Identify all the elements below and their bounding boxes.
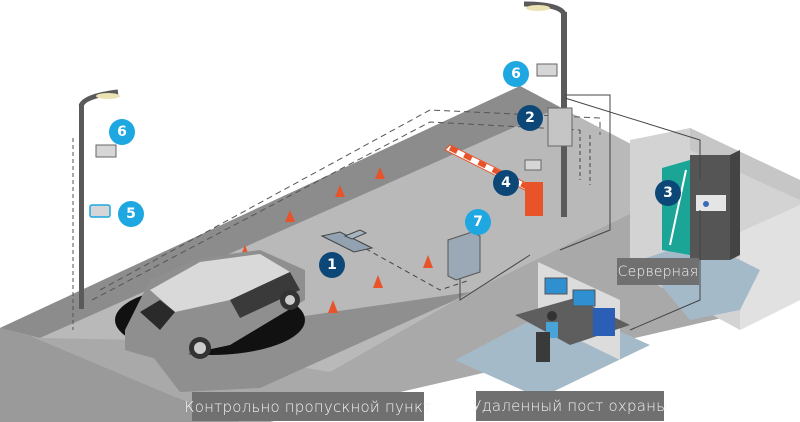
marker-2[interactable]: 2 [517, 105, 543, 131]
traffic-cone [328, 300, 338, 313]
street-lamp-left [72, 89, 120, 330]
traffic-cone [423, 255, 433, 268]
chair [536, 332, 550, 362]
traffic-cone [335, 185, 345, 197]
cable-loop-outer [99, 109, 601, 291]
checkpoint-label: Контрольно пропускной пункт [184, 392, 431, 421]
svg-text:3: 3 [663, 185, 673, 201]
marker-7[interactable]: 7 [465, 209, 491, 235]
svg-text:2: 2 [525, 110, 535, 126]
traffic-cone [373, 275, 383, 288]
traffic-cone [375, 167, 385, 179]
guard-post-label: Удаленный пост охраны [472, 391, 668, 421]
marker-6-left[interactable]: 6 [109, 119, 135, 145]
markers: 1 2 3 4 5 6 6 7 [109, 61, 681, 278]
monitor-right [572, 289, 596, 307]
svg-text:1: 1 [327, 257, 337, 273]
svg-text:5: 5 [126, 206, 136, 222]
reader-sensor [89, 204, 111, 218]
monitor-left [544, 277, 568, 295]
car [115, 250, 305, 360]
pc-tower [593, 308, 615, 336]
marker-5[interactable]: 5 [118, 201, 144, 227]
road-bottom-edge [0, 328, 240, 422]
svg-text:7: 7 [473, 214, 483, 230]
marker-6-right[interactable]: 6 [503, 61, 529, 87]
field-cabinet [447, 231, 481, 281]
marker-3[interactable]: 3 [655, 180, 681, 206]
underbody-scanner [320, 229, 374, 253]
svg-text:4: 4 [501, 175, 511, 191]
camera-right-pole [536, 63, 558, 77]
control-cabinet [547, 107, 573, 147]
sidewalk [140, 292, 470, 392]
operator [547, 311, 557, 321]
camera-left-pole [95, 144, 117, 158]
svg-text:6: 6 [117, 124, 127, 140]
guard-workstation [455, 262, 650, 398]
marker-1[interactable]: 1 [319, 252, 345, 278]
marker-4[interactable]: 4 [493, 170, 519, 196]
cabling [349, 94, 701, 331]
server-room-label: Серверная [617, 258, 699, 285]
street-lamp-right [523, 1, 573, 217]
traffic-cone [285, 210, 295, 222]
svg-text:6: 6 [511, 66, 521, 82]
